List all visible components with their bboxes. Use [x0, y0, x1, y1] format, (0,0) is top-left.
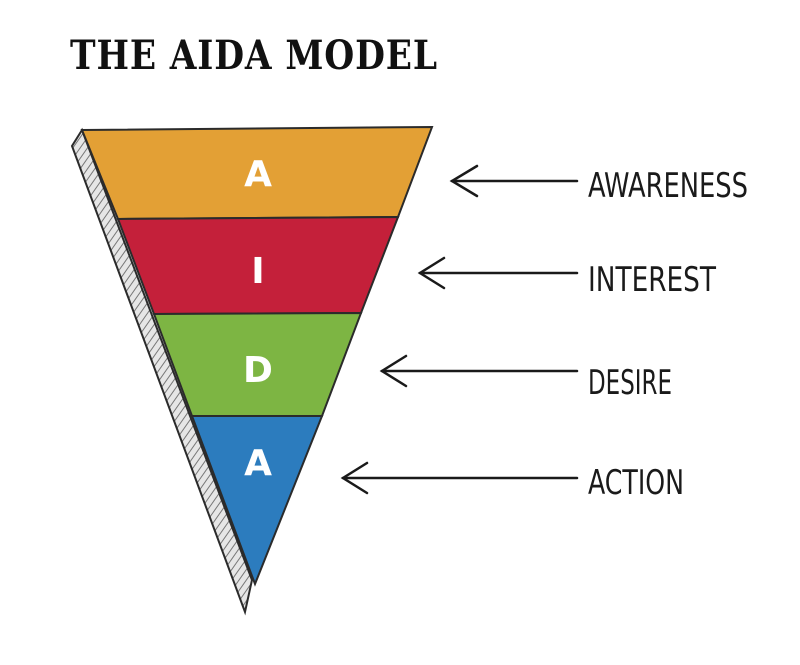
letter-action: A [244, 443, 272, 484]
diagram-title: THE AIDA MODEL [70, 32, 438, 79]
funnel-side-face [70, 127, 254, 616]
band-action [190, 415, 324, 587]
letter-desire: D [243, 350, 273, 391]
letter-interest: I [251, 251, 264, 292]
letter-awareness: A [244, 154, 272, 195]
arrow-left-icon [417, 256, 579, 290]
label-action: ACTION [588, 463, 684, 503]
label-desire: DESIRE [588, 363, 672, 403]
arrow-left-icon [449, 164, 579, 198]
arrow-left-icon [340, 461, 579, 495]
label-awareness: AWARENESS [588, 166, 748, 206]
label-interest: INTEREST [588, 260, 716, 300]
arrow-left-icon [379, 354, 579, 388]
